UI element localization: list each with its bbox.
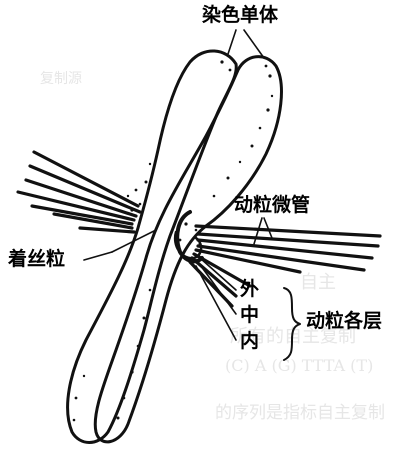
label-centromere: 着丝粒 — [8, 250, 65, 269]
label-middle-layer: 中 — [240, 306, 259, 325]
label-outer-layer: 外 — [240, 280, 259, 299]
right-chromatid — [95, 57, 281, 442]
label-chromatid: 染色单体 — [202, 6, 278, 25]
layers-brace — [284, 288, 300, 360]
label-kinetochore-layers: 动粒各层 — [306, 312, 382, 331]
label-kinetochore-microtubule: 动粒微管 — [234, 196, 310, 215]
label-inner-layer: 内 — [240, 332, 259, 351]
shading-dots — [73, 60, 273, 421]
right-microtubules — [190, 226, 380, 306]
left-microtubules — [18, 152, 140, 232]
